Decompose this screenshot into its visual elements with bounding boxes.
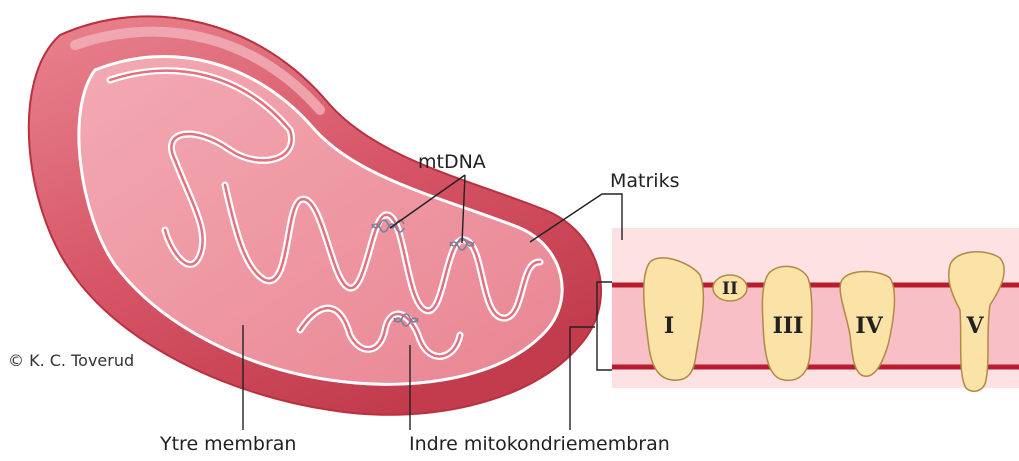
inner-membrane-band: I II III IV V xyxy=(612,228,1019,391)
matrix-label: Matriks xyxy=(610,170,679,192)
complex-ii-label: II xyxy=(722,279,738,299)
mtdna-label: mtDNA xyxy=(418,151,486,173)
inner-membrane-label: Indre mitokondriemembran xyxy=(409,433,670,455)
complex-iii-label: III xyxy=(773,313,804,339)
complex-iv-label: IV xyxy=(855,313,883,339)
outer-membrane-label: Ytre membran xyxy=(159,433,296,455)
copyright-label: © K. C. Toverud xyxy=(8,351,134,370)
complex-i-label: I xyxy=(664,313,674,339)
complex-v-label: V xyxy=(965,313,984,339)
